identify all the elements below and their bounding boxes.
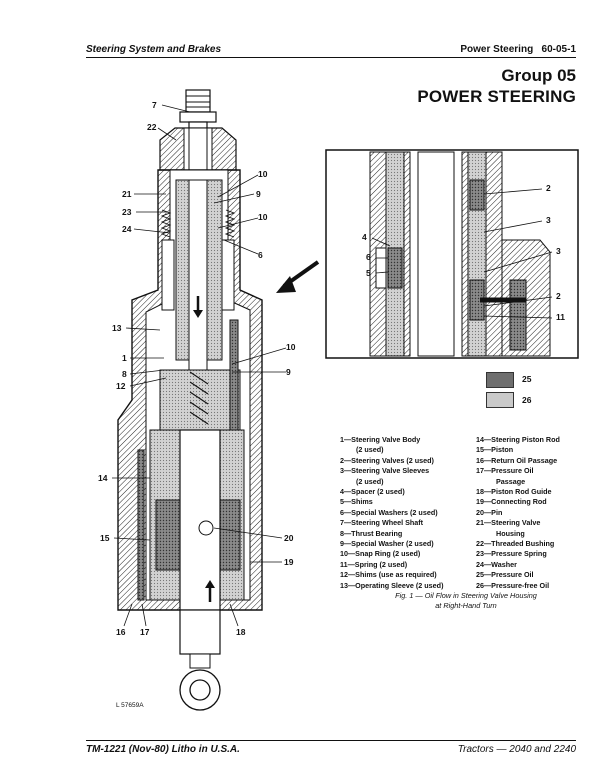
legend-item: 12—Shims (use as required): [340, 570, 437, 580]
inset-callout-4: 4: [362, 232, 367, 242]
callout-9b: 9: [286, 367, 291, 377]
callout-10c: 10: [286, 342, 296, 352]
legend-item: 21—Steering Valve: [476, 518, 541, 528]
page-title: POWER STEERING: [417, 87, 576, 106]
valve-housing: [117, 169, 263, 611]
page-number: 60-05-1: [541, 44, 576, 55]
legend-item: Housing: [496, 528, 525, 538]
swatch-label-26: 26: [522, 395, 532, 405]
callout-9a: 9: [256, 189, 261, 199]
legend-item: 15—Piston: [476, 445, 514, 455]
figure-reference: L 57659A: [116, 702, 144, 709]
inset-callout-3a: 3: [546, 215, 551, 225]
legend-item: 24—Washer: [476, 559, 517, 569]
legend-item: (2 used): [356, 476, 384, 486]
footer-divider: [86, 740, 576, 741]
leader-lines: [112, 104, 287, 627]
callout-23: 23: [122, 207, 132, 217]
callout-7: 7: [152, 100, 157, 110]
swatch-pressure-oil: [486, 372, 514, 388]
legend-item: 25—Pressure Oil: [476, 570, 534, 580]
inset-leader-lines: [371, 188, 553, 319]
callout-22: 22: [147, 122, 157, 132]
legend-item: 3—Steering Valve Sleeves: [340, 466, 430, 476]
callout-10b: 10: [258, 212, 268, 222]
legend-item: 10—Snap Ring (2 used): [340, 549, 421, 559]
inset-callout-5: 5: [366, 268, 371, 278]
callout-8: 8: [122, 369, 127, 379]
legend-item: Passage: [496, 476, 526, 486]
callout-20: 20: [284, 533, 294, 543]
legend-item: 13—Operating Sleeve (2 used): [340, 580, 444, 590]
swatch-pressure-free-oil: [486, 392, 514, 408]
flow-arrow-down: [193, 296, 203, 318]
inset-callout-6: 6: [366, 252, 371, 262]
parts-legend: 1—Steering Valve Body (2 used) 2—Steerin…: [340, 435, 596, 591]
callout-18: 18: [236, 627, 246, 637]
header-right: Power Steering 60-05-1: [460, 44, 576, 55]
legend-item: 14—Steering Piston Rod: [476, 435, 560, 444]
caption-line-2: at Right-Hand Turn: [435, 601, 497, 610]
legend-item: 22—Threaded Bushing: [476, 539, 555, 549]
figure-caption: Fig. 1 — Oil Flow in Steering Valve Hous…: [340, 591, 592, 611]
callout-10a: 10: [258, 169, 268, 179]
legend-item: 4—Spacer (2 used): [340, 487, 405, 497]
header-topic: Power Steering: [460, 44, 534, 55]
inset-callout-2b: 2: [556, 291, 561, 301]
inset-callout-11: 11: [556, 312, 565, 322]
flow-arrow-up: [205, 580, 215, 602]
legend-item: 8—Thrust Bearing: [340, 528, 403, 538]
legend-item: 19—Connecting Rod: [476, 497, 547, 507]
legend-item: 7—Steering Wheel Shaft: [340, 518, 424, 528]
legend-item: 18—Piston Rod Guide: [476, 487, 552, 497]
footer-models: Tractors — 2040 and 2240: [457, 744, 576, 755]
header-section-title: Steering System and Brakes: [86, 44, 222, 55]
callout-19: 19: [284, 557, 294, 567]
callout-15: 15: [100, 533, 110, 543]
inset-callout-2a: 2: [546, 183, 551, 193]
header-divider: [86, 57, 576, 58]
callout-1: 1: [122, 353, 127, 363]
legend-item: 1—Steering Valve Body: [340, 435, 421, 444]
swatch-label-25: 25: [522, 374, 532, 384]
legend-item: (2 used): [356, 445, 384, 455]
detail-pointer-arrow: [276, 260, 320, 293]
threaded-bushing: [159, 127, 237, 171]
legend-item: 2—Steering Valves (2 used): [340, 455, 434, 465]
caption-line-1: Fig. 1 — Oil Flow in Steering Valve Hous…: [395, 591, 537, 600]
callout-21: 21: [122, 189, 132, 199]
piston-rod: [179, 520, 221, 711]
legend-item: 23—Pressure Spring: [476, 549, 547, 559]
callout-13: 13: [112, 323, 122, 333]
callout-17: 17: [140, 627, 150, 637]
legend-item: 26—Pressure-free Oil: [476, 580, 550, 590]
footer-manual-id: TM-1221 (Nov-80) Litho in U.S.A.: [86, 744, 240, 755]
legend-column-1: 1—Steering Valve Body (2 used) 2—Steerin…: [340, 435, 476, 591]
legend-item: 9—Special Washer (2 used): [340, 539, 434, 549]
legend-column-2: 14—Steering Piston Rod 15—Piston 16—Retu…: [476, 435, 596, 591]
callout-16: 16: [116, 627, 126, 637]
legend-item: 6—Special Washers (2 used): [340, 507, 438, 517]
callout-14: 14: [98, 473, 108, 483]
legend-item: 11—Spring (2 used): [340, 559, 408, 569]
legend-item: 16—Return Oil Passage: [476, 455, 558, 465]
legend-item: 5—Shims: [340, 497, 373, 507]
legend-item: 17—Pressure Oil: [476, 466, 534, 476]
callout-6: 6: [258, 250, 263, 260]
group-heading: Group 05: [501, 66, 576, 85]
callout-12: 12: [116, 381, 126, 391]
inset-detail: [325, 149, 579, 359]
legend-item: 20—Pin: [476, 507, 503, 517]
inset-callout-3b: 3: [556, 246, 561, 256]
callout-24: 24: [122, 224, 132, 234]
